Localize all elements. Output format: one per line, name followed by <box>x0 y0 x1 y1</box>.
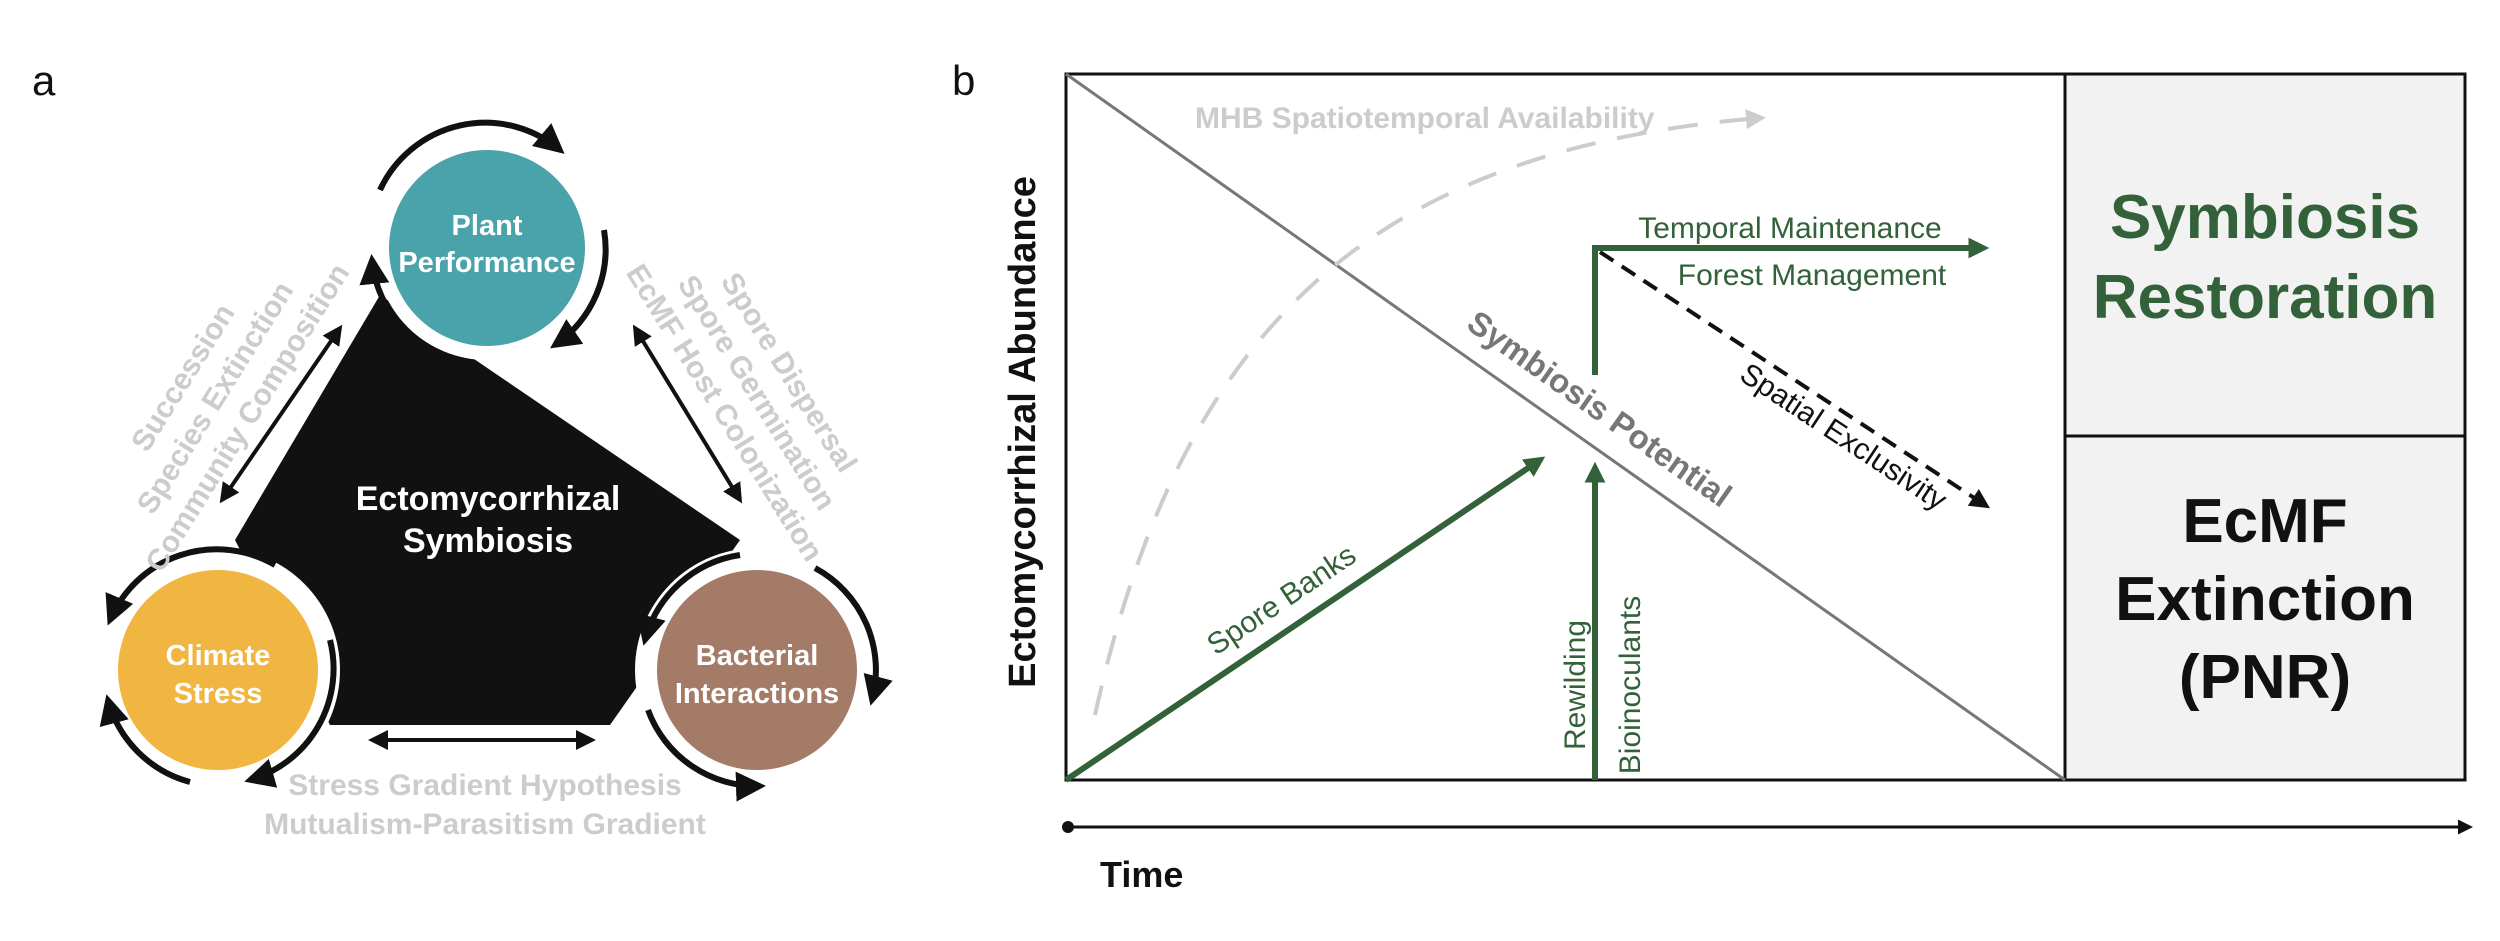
temporal-maintenance-arrow <box>1592 237 1990 375</box>
bacterial-label-line2: Interactions <box>675 678 839 710</box>
restoration-line1: Symbiosis <box>2110 183 2420 252</box>
cycle-arrow-icon <box>813 565 893 706</box>
node-plant-performance: Plant Performance <box>359 119 609 363</box>
center-label-line2: Symbiosis <box>403 522 573 560</box>
bacterial-label-line1: Bacterial <box>696 640 819 672</box>
center-label-line1: Ectomycorrhizal <box>356 480 621 518</box>
node-climate-stress: Climate Stress <box>96 546 340 792</box>
plant-circle <box>389 150 585 346</box>
y-axis-label: Ectomycorrhizal Abundance <box>1002 176 1044 688</box>
central-triangle <box>235 295 740 725</box>
plant-label-line1: Plant <box>452 210 523 242</box>
bioinoculants-label: Bioinoculants <box>1614 596 1647 774</box>
temporal-maintenance-label: Temporal Maintenance <box>1638 212 1942 245</box>
restoration-line2: Restoration <box>2093 263 2437 332</box>
panel-a: a Ectomycorrhizal Symbiosis Plant Perfor… <box>32 57 893 841</box>
cycle-arrow-icon <box>645 708 766 802</box>
panel-a-label: a <box>32 57 56 104</box>
cycle-arrow-icon <box>550 229 609 349</box>
panel-b: b Ectomycorrhizal Abundance Symbiosis Po… <box>952 57 2473 895</box>
double-arrow-right <box>632 324 743 504</box>
cycle-arrow-icon <box>377 119 565 192</box>
climate-label-line2: Stress <box>174 678 263 710</box>
label-mutualism-parasitism: Mutualism-Parasitism Gradient <box>264 808 706 841</box>
cycle-arrow-icon <box>99 694 191 785</box>
climate-label-line1: Climate <box>166 640 271 672</box>
forest-management-label: Forest Management <box>1678 259 1947 292</box>
cycle-arrow-icon <box>105 546 277 626</box>
cycle-arrow-icon <box>359 254 456 363</box>
node-bacterial-interactions: Bacterial Interactions <box>635 548 893 802</box>
rewilding-label: Rewilding <box>1559 620 1592 750</box>
cycle-arrow-icon <box>636 552 741 646</box>
outcome-box-restoration <box>2063 72 2467 438</box>
extinction-line2: Extinction <box>2115 565 2415 634</box>
climate-circle <box>118 570 318 770</box>
bacterial-circle <box>657 570 857 770</box>
mhb-curve <box>1093 109 1766 716</box>
mhb-label: MHB Spatiotemporal Availability <box>1195 102 1655 135</box>
label-stress-gradient: Stress Gradient Hypothesis <box>288 769 681 802</box>
extinction-line3: (PNR) <box>2179 643 2351 712</box>
plant-label-line2: Performance <box>398 247 575 279</box>
x-axis-label: Time <box>1100 854 1183 895</box>
cycle-arrow-icon <box>244 639 337 788</box>
spore-banks-arrow <box>1064 456 1546 783</box>
double-arrow-left <box>219 324 343 504</box>
panel-b-label: b <box>952 57 975 104</box>
outcome-box-extinction <box>2063 434 2467 782</box>
symbiosis-potential-line <box>1065 72 2066 782</box>
extinction-line1: EcMF <box>2182 487 2347 556</box>
